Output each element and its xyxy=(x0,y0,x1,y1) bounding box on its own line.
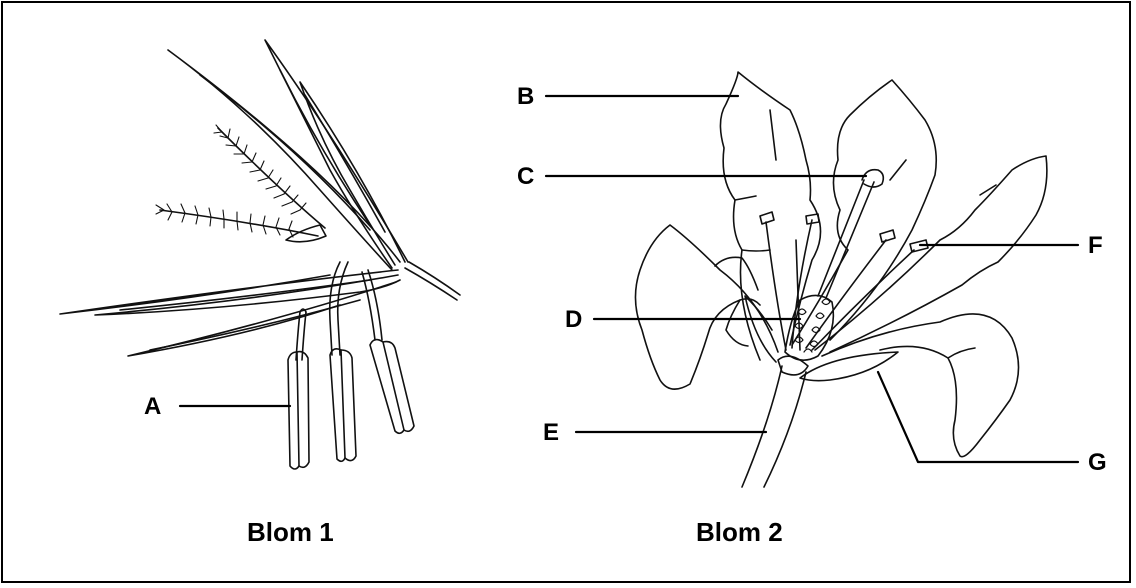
grass-flower xyxy=(60,40,460,469)
leader-g xyxy=(878,372,1078,462)
label-c: C xyxy=(517,165,534,189)
label-e: E xyxy=(543,421,559,445)
label-a: A xyxy=(144,395,161,419)
label-b: B xyxy=(517,85,534,109)
caption-flower-2: Blom 2 xyxy=(696,519,783,545)
label-d: D xyxy=(565,308,582,332)
lily-flower xyxy=(635,72,1046,487)
caption-flower-1: Blom 1 xyxy=(247,519,334,545)
label-f: F xyxy=(1088,234,1103,258)
label-g: G xyxy=(1088,451,1107,475)
